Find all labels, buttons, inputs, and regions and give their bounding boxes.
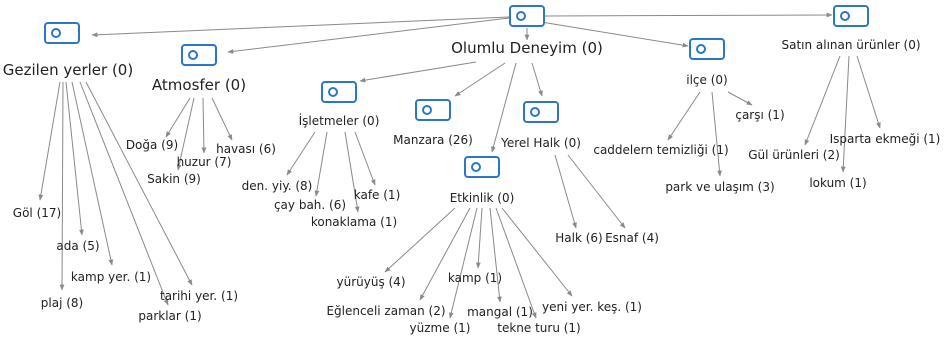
yuzme-label: yüzme (1) bbox=[410, 321, 471, 335]
kafe-label: kafe (1) bbox=[354, 188, 401, 202]
edge-etkinlik-to-yuzme bbox=[448, 207, 478, 319]
edge-root-to-atmosfer bbox=[227, 17, 510, 54]
edge-root-to-ilce bbox=[540, 21, 689, 48]
edge-etkinlik-to-eglenceli bbox=[419, 207, 471, 301]
edge-gezilen-to-parklar bbox=[79, 81, 169, 306]
isletmeler-label: İşletmeler (0) bbox=[299, 113, 380, 128]
lokum-label: lokum (1) bbox=[809, 176, 866, 190]
edge-ilce-to-caddelern bbox=[667, 91, 701, 141]
manzara-label: Manzara (26) bbox=[393, 133, 473, 147]
ilce-node-icon[interactable] bbox=[689, 38, 725, 60]
huzur-label: huzur (7) bbox=[177, 155, 232, 169]
edge-gezilen-to-plaj bbox=[59, 81, 65, 291]
manzara-node-icon[interactable] bbox=[415, 99, 451, 121]
edge-etkinlik-to-kamp bbox=[475, 207, 483, 269]
edge-etkinlik-to-yeniyer bbox=[501, 207, 573, 297]
plaj-label: plaj (8) bbox=[41, 296, 83, 310]
esnaf-label: Esnaf (4) bbox=[605, 231, 659, 245]
isparta-label: Isparta ekmeği (1) bbox=[830, 132, 941, 146]
parklar-label: parklar (1) bbox=[138, 309, 201, 323]
edge-root-to-gezilen bbox=[91, 16, 510, 38]
eglenceli-label: Eğlenceli zaman (2) bbox=[326, 304, 445, 318]
edge-atmosfer-to-havasi bbox=[211, 97, 233, 141]
edge-ilce-to-carsi bbox=[727, 91, 753, 106]
edge-isletmeler-to-denyiy bbox=[286, 131, 316, 176]
etkinlik-label: Etkinlik (0) bbox=[450, 191, 515, 205]
edge-ilce-to-parkulasim bbox=[711, 91, 722, 177]
edge-yerelhalk-to-esnaf bbox=[567, 154, 626, 229]
edge-atmosfer-to-sakin bbox=[176, 97, 195, 171]
edge-isletmeler-to-caybah bbox=[314, 131, 328, 197]
atmosfer-node-icon[interactable] bbox=[181, 44, 217, 66]
yuruyus-label: yürüyüş (4) bbox=[336, 275, 405, 289]
edge-etkinlik-to-mangal bbox=[489, 207, 502, 303]
edge-gezilen-to-ada bbox=[65, 81, 84, 236]
atmosfer-label: Atmosfer (0) bbox=[152, 76, 246, 94]
edge-satin-to-isparta bbox=[856, 55, 881, 129]
denyiy-label: den. yiy. (8) bbox=[242, 179, 313, 193]
caddelern-label: caddelern temizliği (1) bbox=[593, 143, 728, 157]
edge-root-to-satin bbox=[544, 12, 833, 18]
edge-etkinlik-to-tekne bbox=[495, 207, 537, 319]
doga-label: Doğa (9) bbox=[126, 138, 178, 152]
edge-isletmeler-to-konaklama bbox=[344, 131, 360, 213]
yerelhalk-label: Yerel Halk (0) bbox=[500, 136, 581, 150]
edge-satin-to-gulurun bbox=[804, 55, 841, 146]
satin-label: Satın alınan ürünler (0) bbox=[781, 38, 920, 52]
labels-layer: Olumlu Deneyim (0) Gezilen yerler (0) Atmo… bbox=[3, 38, 941, 335]
edge-olumlu-to-isletmeler bbox=[359, 61, 477, 83]
yerelhalk-node-icon[interactable] bbox=[523, 101, 559, 123]
halk-label: Halk (6) bbox=[555, 231, 602, 245]
edge-satin-to-lokum bbox=[840, 55, 850, 173]
isletmeler-node-icon[interactable] bbox=[321, 81, 357, 103]
icons-layer bbox=[44, 5, 869, 178]
edges-layer bbox=[38, 12, 881, 319]
edge-atmosfer-to-doga bbox=[165, 97, 191, 138]
edge-olumlu-to-manzara bbox=[454, 62, 506, 97]
sakin-label: Sakin (9) bbox=[147, 172, 201, 186]
edge-olumlu-to-etkinlik bbox=[491, 62, 517, 153]
kamp-label: kamp (1) bbox=[448, 271, 502, 285]
edge-gezilen-to-kampyer bbox=[71, 81, 114, 266]
etkinlik-node-icon[interactable] bbox=[464, 156, 500, 178]
edge-olumlu-to-yerelhalk bbox=[531, 62, 543, 97]
root-node-icon[interactable] bbox=[509, 5, 545, 27]
ada-label: ada (5) bbox=[56, 239, 99, 253]
edge-yerelhalk-to-halk bbox=[554, 154, 577, 229]
olumlu-label: Olumlu Deneyim (0) bbox=[451, 39, 603, 57]
edge-isletmeler-to-kafe bbox=[354, 131, 376, 186]
havasi-label: havası (6) bbox=[216, 142, 276, 156]
gulurun-label: Gül ürünleri (2) bbox=[748, 148, 840, 162]
gol-label: Göl (17) bbox=[13, 206, 61, 220]
tarihi-label: tarihi yer. (1) bbox=[160, 289, 238, 303]
edge-atmosfer-to-huzur bbox=[201, 97, 207, 154]
tekne-label: tekne turu (1) bbox=[497, 321, 581, 335]
yeniyer-label: yeni yer. keş. (1) bbox=[542, 300, 642, 314]
edge-gezilen-to-gol bbox=[38, 81, 61, 201]
gezilen-label: Gezilen yerler (0) bbox=[3, 61, 133, 79]
caybah-label: çay bah. (6) bbox=[274, 198, 346, 212]
kampyer-label: kamp yer. (1) bbox=[71, 270, 151, 284]
gezilen-node-icon[interactable] bbox=[44, 22, 80, 44]
edge-etkinlik-to-yuruyus bbox=[384, 207, 456, 273]
konaklama-label: konaklama (1) bbox=[311, 215, 397, 229]
edge-gezilen-to-tarihi bbox=[85, 81, 193, 286]
mangal-label: mangal (1) bbox=[467, 305, 533, 319]
carsi-label: çarşı (1) bbox=[735, 108, 784, 122]
satin-node-icon[interactable] bbox=[833, 5, 869, 27]
ilce-label: ilçe (0) bbox=[686, 73, 727, 87]
parkulasim-label: park ve ulaşım (3) bbox=[665, 180, 774, 194]
